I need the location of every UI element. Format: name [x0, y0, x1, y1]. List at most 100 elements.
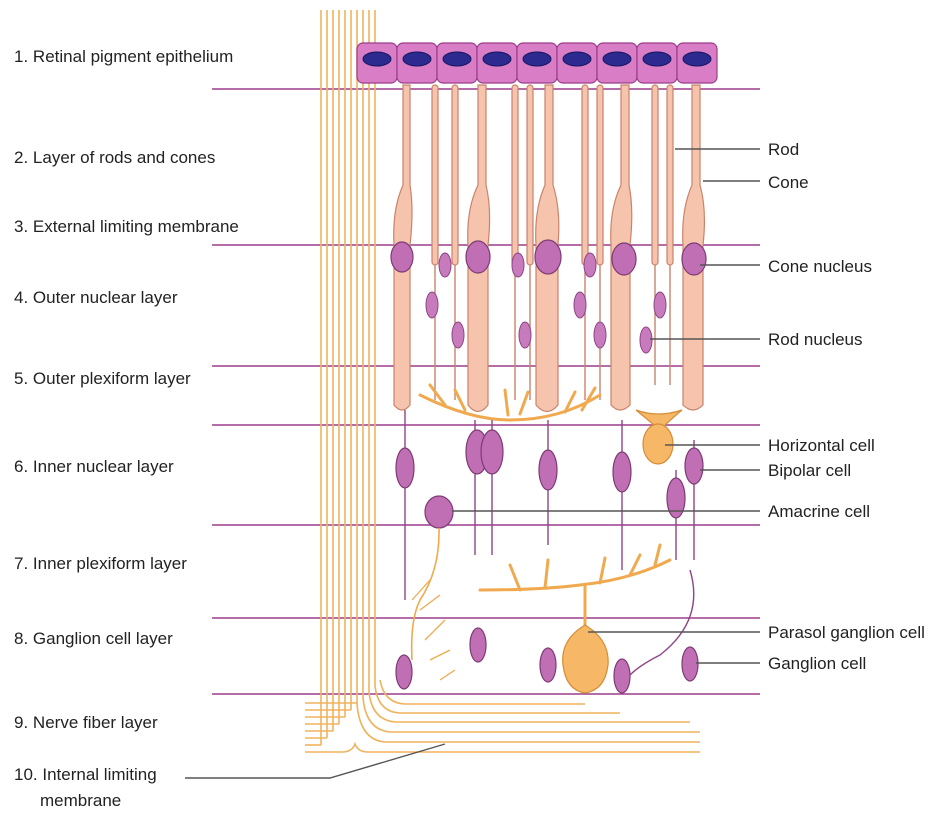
cone-label: Cone: [768, 173, 809, 192]
bipolar-cell-body: [685, 448, 703, 484]
layer-9-label: Nerve fiber layer: [33, 713, 158, 732]
layer-4-number: 4.: [14, 288, 28, 307]
layer-3-number: 3.: [14, 217, 28, 236]
layer-2-number: 2.: [14, 148, 28, 167]
svg-text:9. Nerve fiber layer: 9. Nerve fiber layer: [14, 713, 158, 732]
cone-nucleus-shape: [391, 242, 413, 272]
horizontal-dendrite: [505, 390, 508, 415]
pigment-nucleus: [443, 52, 471, 66]
parasol-ganglion-cell-label: Parasol ganglion cell: [768, 623, 925, 642]
layer-10-label-line2: membrane: [40, 791, 121, 810]
cone-nucleus-shape: [466, 241, 490, 273]
fiber-horizontal: [380, 680, 585, 704]
rod-outer-segment: [432, 85, 438, 265]
layer-1-label: Retinal pigment epithelium: [33, 47, 233, 66]
layer-1-number: 1.: [14, 47, 28, 66]
bipolar-cell-body: [613, 452, 631, 492]
bipolar-cell-body: [539, 450, 557, 490]
ganglion-cell-label: Ganglion cell: [768, 654, 866, 673]
dendrite-branch: [480, 560, 670, 590]
pigment-nucleus: [683, 52, 711, 66]
svg-text:1. Retinal pigment epithelium: 1. Retinal pigment epithelium: [14, 47, 233, 66]
rod-outer-segment: [667, 85, 673, 265]
cone-nucleus-shape: [612, 243, 636, 275]
amacrine-cell-body: [425, 496, 453, 528]
rod-label: Rod: [768, 140, 799, 159]
svg-text:6. Inner nuclear layer: 6. Inner nuclear layer: [14, 457, 174, 476]
rod-nucleus: [584, 253, 596, 277]
pigment-epithelium: [357, 43, 717, 83]
fiber-horizontal: [369, 692, 690, 722]
rod-outer-segment: [512, 85, 518, 265]
svg-text:8. Ganglion cell layer: 8. Ganglion cell layer: [14, 629, 173, 648]
pigment-nucleus: [643, 52, 671, 66]
horizontal-dendrite: [520, 392, 528, 414]
rod-nucleus: [594, 322, 606, 348]
thin-dendrites: [412, 580, 455, 680]
layer-8-number: 8.: [14, 629, 28, 648]
layer-5-number: 5.: [14, 369, 28, 388]
cone-nucleus-shape: [682, 243, 706, 275]
pigment-nucleus: [363, 52, 391, 66]
layer-9-number: 9.: [14, 713, 28, 732]
svg-text:2. Layer of rods and cones: 2. Layer of rods and cones: [14, 148, 215, 167]
layer-6-label: Inner nuclear layer: [33, 457, 174, 476]
callout-labels: Rod Cone Cone nucleus Rod nucleus Horizo…: [768, 140, 925, 673]
ganglion-cell-body: [540, 648, 556, 682]
cone-nucleus-shape: [535, 240, 561, 274]
ganglion-cell-body: [682, 647, 698, 681]
layer-3-label: External limiting membrane: [33, 217, 239, 236]
bipolar-cell-label: Bipolar cell: [768, 461, 851, 480]
svg-text:5. Outer plexiform layer: 5. Outer plexiform layer: [14, 369, 191, 388]
rod-outer-segment: [582, 85, 588, 265]
parasol-ganglion-body: [563, 625, 608, 693]
layer-10-number: 10.: [14, 765, 38, 784]
rod-nucleus-label: Rod nucleus: [768, 330, 863, 349]
internal-limiting-leader: [185, 744, 445, 778]
svg-text:3. External limiting membrane: 3. External limiting membrane: [14, 217, 239, 236]
svg-text:4. Outer nuclear layer: 4. Outer nuclear layer: [14, 288, 178, 307]
pigment-nucleus: [403, 52, 431, 66]
layer-7-number: 7.: [14, 554, 28, 573]
layer-2-label: Layer of rods and cones: [33, 148, 215, 167]
rod-nucleus: [640, 327, 652, 353]
bipolar-cell-body: [667, 478, 685, 518]
rod-nucleus: [654, 292, 666, 318]
layer-6-number: 6.: [14, 457, 28, 476]
rod-nucleus: [439, 253, 451, 277]
rod-nucleus: [452, 322, 464, 348]
rod-nucleus: [519, 322, 531, 348]
rod-nucleus: [426, 292, 438, 318]
fiber-horizontal: [363, 698, 700, 732]
pigment-nucleus: [603, 52, 631, 66]
pigment-nucleus: [523, 52, 551, 66]
rod-outer-segment: [597, 85, 603, 265]
layer-4-label: Outer nuclear layer: [33, 288, 178, 307]
dendrite-branch: [600, 558, 605, 583]
fiber-inner-limiting: [305, 744, 700, 752]
ganglion-cell-body: [396, 655, 412, 689]
rod-outer-segment: [452, 85, 458, 265]
dendrite-branch: [545, 560, 548, 588]
layer-10-label: Internal limiting: [42, 765, 156, 784]
amacrine-cell-label: Amacrine cell: [768, 502, 870, 521]
horizontal-cell-label: Horizontal cell: [768, 436, 875, 455]
svg-text:10. Internal limiting: 10. Internal limiting: [14, 765, 157, 784]
dendrite-branch: [510, 565, 520, 590]
layer-7-label: Inner plexiform layer: [33, 554, 187, 573]
ganglion-cell-body: [614, 659, 630, 693]
bipolar-cell-body: [481, 430, 503, 474]
pigment-nucleus: [483, 52, 511, 66]
fiber-horizontal: [357, 704, 700, 742]
svg-text:7. Inner plexiform layer: 7. Inner plexiform layer: [14, 554, 187, 573]
ganglion-cell-body: [470, 628, 486, 662]
dendrite-branch: [655, 545, 660, 565]
horizontal-cell-body: [643, 424, 673, 464]
rod-nucleus: [512, 253, 524, 277]
pigment-nucleus: [563, 52, 591, 66]
layer-5-label: Outer plexiform layer: [33, 369, 191, 388]
rod-nucleus: [574, 292, 586, 318]
bipolar-cell-body: [396, 448, 414, 488]
layer-8-label: Ganglion cell layer: [33, 629, 173, 648]
